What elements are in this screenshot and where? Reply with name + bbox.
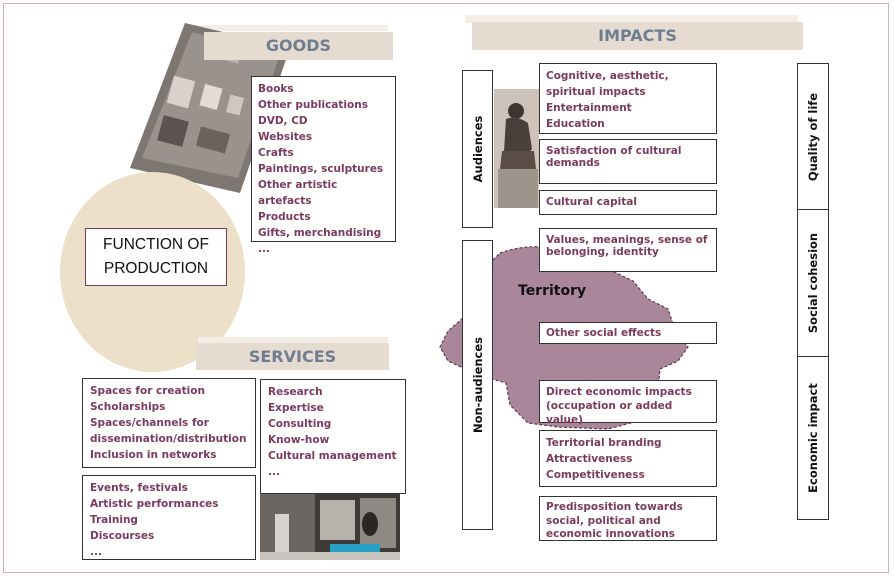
services-item-research: Research bbox=[268, 386, 323, 398]
impacts-header-shadow bbox=[465, 15, 798, 23]
outcome-quality-of-life: Quality of life bbox=[806, 92, 820, 181]
goods-item-books: Books bbox=[258, 83, 294, 95]
services-header: SERVICES bbox=[196, 343, 389, 370]
audiences-label: Audiences bbox=[470, 115, 485, 183]
non-audiences-label-box: Non-audiences bbox=[462, 240, 493, 530]
services-item-expertise: Expertise bbox=[268, 402, 324, 414]
services-header-shadow bbox=[198, 337, 388, 343]
impact-text-social-effects: Other social effects bbox=[546, 327, 662, 339]
gallery-photo bbox=[130, 18, 290, 193]
outcome-economic-impact-box: Economic impact bbox=[797, 356, 829, 520]
services-item-know-how: Know-how bbox=[268, 434, 330, 446]
outcome-economic-impact: Economic impact bbox=[806, 383, 820, 493]
outcome-social-cohesion-box: Social cohesion bbox=[797, 209, 829, 357]
impact-box-values: Values, meanings, sense of belonging, id… bbox=[539, 228, 717, 272]
impact-box-territorial-branding: Territorial branding Attractiveness Comp… bbox=[539, 430, 717, 487]
goods-item-paintings: Paintings, sculptures bbox=[258, 163, 384, 175]
goods-item-websites: Websites bbox=[258, 131, 313, 143]
services-item-discourses: Discourses bbox=[90, 530, 155, 542]
goods-item-artefacts: Other artistic artefacts bbox=[258, 179, 338, 207]
services-item-performances: Artistic performances bbox=[90, 498, 219, 510]
goods-header: GOODS bbox=[204, 32, 393, 60]
goods-item-products: Products bbox=[258, 211, 311, 223]
services-box-spaces: Spaces for creation Scholarships Spaces/… bbox=[82, 378, 256, 468]
services-item-cultural-management: Cultural management bbox=[268, 450, 397, 462]
services-box-research: Research Expertise Consulting Know-how C… bbox=[260, 379, 406, 494]
impact-box-cultural-capital: Cultural capital bbox=[539, 190, 717, 215]
function-of-production-label: FUNCTION OF PRODUCTION bbox=[85, 228, 227, 286]
impact-box-cognitive: Cognitive, aesthetic, spiritual impacts … bbox=[539, 63, 717, 134]
services-item-networks: Inclusion in networks bbox=[90, 449, 217, 461]
impacts-header: IMPACTS bbox=[472, 22, 803, 50]
impact-box-predisposition: Predisposition towards social, political… bbox=[539, 496, 717, 541]
services-item-channels: Spaces/channels for bbox=[90, 417, 209, 429]
services-item-dissemination: dissemination/distribution bbox=[90, 433, 247, 445]
impact-text-economic: Direct economic impacts (occupation or a… bbox=[546, 386, 692, 426]
services-item-consulting: Consulting bbox=[268, 418, 332, 430]
goods-item-crafts: Crafts bbox=[258, 147, 294, 159]
outcome-social-cohesion: Social cohesion bbox=[806, 232, 820, 334]
outcome-quality-of-life-box: Quality of life bbox=[797, 63, 829, 210]
services-box-events: Events, festivals Artistic performances … bbox=[82, 475, 256, 560]
impact-box-economic: Direct economic impacts (occupation or a… bbox=[539, 380, 717, 426]
goods-item-other-publications: Other publications bbox=[258, 99, 368, 111]
services-item-training: Training bbox=[90, 514, 138, 526]
services-item-events: Events, festivals bbox=[90, 482, 188, 494]
impact-text-cultural-capital: Cultural capital bbox=[546, 196, 637, 208]
impact-text-satisfaction: Satisfaction of cultural demands bbox=[546, 145, 682, 169]
impact-text-predisposition: Predisposition towards social, political… bbox=[546, 501, 683, 540]
goods-item-more: ... bbox=[258, 243, 270, 255]
impact-text-territorial-branding: Territorial branding Attractiveness Comp… bbox=[546, 437, 662, 481]
goods-list-box: Books Other publications DVD, CD Website… bbox=[251, 76, 396, 255]
impact-text-cognitive: Cognitive, aesthetic, spiritual impacts … bbox=[546, 70, 669, 130]
audiences-label-box: Audiences bbox=[462, 70, 493, 228]
thinker-statue-photo bbox=[494, 89, 539, 208]
slide-frame bbox=[3, 3, 889, 573]
services-item-more-events: ... bbox=[90, 546, 102, 558]
services-item-spaces-creation: Spaces for creation bbox=[90, 385, 205, 397]
impact-box-social-effects: Other social effects bbox=[539, 322, 717, 344]
services-item-more: ... bbox=[268, 466, 280, 478]
exhibition-photo bbox=[260, 494, 400, 560]
impact-box-satisfaction: Satisfaction of cultural demands bbox=[539, 139, 717, 184]
non-audiences-label: Non-audiences bbox=[470, 336, 485, 434]
territory-label: Territory bbox=[518, 283, 587, 299]
goods-item-gifts: Gifts, merchandising bbox=[258, 227, 382, 239]
services-item-scholarships: Scholarships bbox=[90, 401, 166, 413]
goods-item-dvd-cd: DVD, CD bbox=[258, 115, 308, 127]
impact-text-values: Values, meanings, sense of belonging, id… bbox=[546, 234, 708, 258]
goods-header-shadow bbox=[193, 25, 388, 31]
